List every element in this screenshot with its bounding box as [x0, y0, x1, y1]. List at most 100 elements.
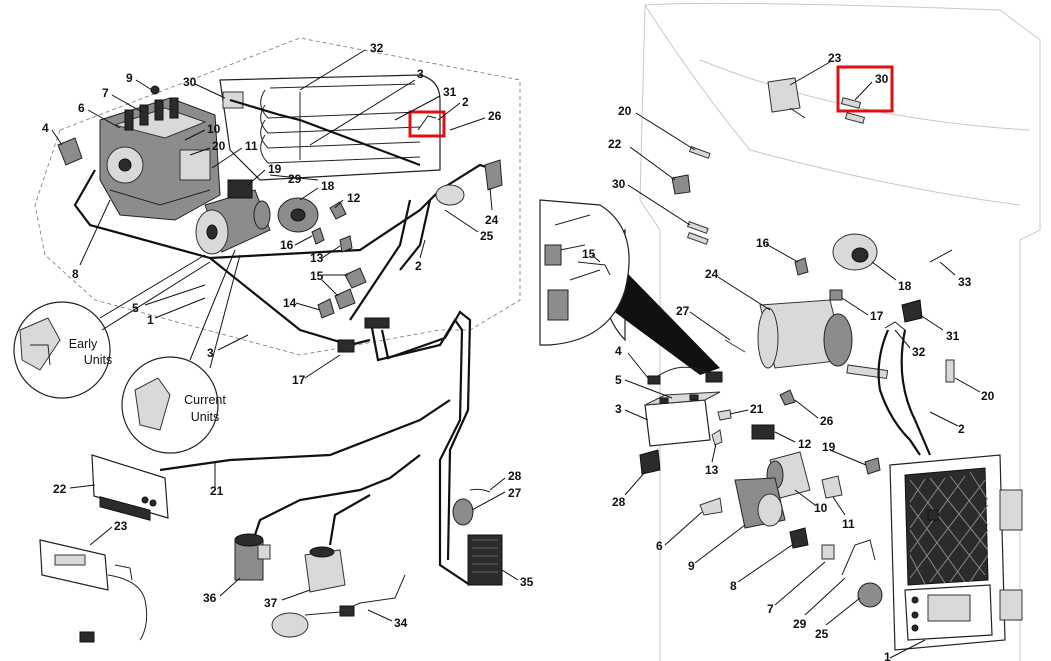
r-label-17: 17: [870, 309, 884, 323]
part-34: [271, 574, 406, 638]
r-label-24: 24: [705, 267, 719, 281]
r-label-32: 32: [912, 345, 926, 359]
label-37: 37: [264, 596, 278, 610]
fitting-2: [417, 115, 437, 131]
r-label-25: 25: [815, 627, 829, 641]
label-34: 34: [394, 616, 408, 630]
early-label-line2: Units: [84, 353, 112, 367]
right-leaders: [591, 61, 981, 659]
left-leaders: [51, 49, 519, 622]
part-r22: [671, 174, 691, 195]
r-label-12: 12: [798, 437, 812, 451]
label-35: 35: [520, 575, 534, 589]
label-30: 30: [183, 75, 197, 89]
label-26: 26: [488, 109, 502, 123]
grille-35: [467, 534, 503, 586]
part-r26: [779, 389, 796, 406]
r-label-26: 26: [820, 414, 834, 428]
left-labels: 32 3 30 31 2 26 9 7 6 4 10 20 11 19 18 1…: [42, 41, 534, 630]
label-16: 16: [280, 238, 294, 252]
sensor-36: [234, 533, 271, 581]
label-17: 17: [292, 373, 306, 387]
r-label-33: 33: [958, 275, 972, 289]
sensor-37: [304, 546, 346, 593]
r-label-23: 23: [828, 51, 842, 65]
part-r11: [821, 475, 843, 499]
label-10: 10: [207, 122, 221, 136]
r-label-4: 4: [615, 344, 622, 358]
part-r29: [841, 539, 876, 576]
r-label-2: 2: [958, 422, 965, 436]
r-label-8: 8: [730, 579, 737, 593]
fuse-r30b-2: [686, 232, 709, 245]
r-label-5: 5: [615, 373, 622, 387]
electric-motor: [195, 179, 271, 255]
switch-16: [311, 227, 325, 245]
r-label-15: 15: [582, 247, 596, 261]
label-18: 18: [321, 179, 335, 193]
r-label-1: 1: [884, 650, 891, 661]
label-2b: 2: [415, 259, 422, 273]
part-r12: [751, 424, 775, 440]
wire-r2: [877, 329, 921, 456]
r-label-11: 11: [842, 517, 855, 531]
part-r7: [821, 544, 835, 560]
label-29: 29: [288, 172, 302, 186]
part-28: [469, 488, 491, 493]
part-r17: [829, 289, 843, 301]
label-31: 31: [443, 85, 457, 99]
fuses-r30a: [840, 97, 866, 124]
r-label-18: 18: [898, 279, 912, 293]
part-r25: [857, 582, 883, 608]
part-r16: [794, 257, 809, 276]
r-label-21: 21: [750, 402, 764, 416]
part-27: [452, 498, 474, 526]
label-15: 15: [310, 269, 324, 283]
relay-17: [337, 339, 355, 353]
label-19: 19: [268, 162, 282, 176]
valve-15b: [334, 288, 356, 310]
current-label-line1: Current: [184, 393, 226, 407]
r-label-6: 6: [656, 539, 663, 553]
engine: [99, 97, 221, 221]
label-13: 13: [310, 251, 324, 265]
r-label-20b: 20: [981, 389, 995, 403]
left-assembly: Early Units Current Units: [13, 37, 534, 643]
r-label-30a: 30: [875, 72, 889, 86]
part-r31: [901, 299, 923, 323]
control-box-r1: [889, 454, 1023, 651]
label-32: 32: [370, 41, 384, 55]
sensor-9: [150, 85, 160, 95]
part-r33: [929, 249, 953, 263]
current-label-line2: Units: [191, 410, 219, 424]
part-r23: [767, 77, 801, 113]
part-r19: [864, 457, 881, 475]
r-label-7: 7: [767, 602, 774, 616]
valve-14: [317, 298, 335, 319]
label-11: 11: [245, 139, 258, 153]
right-assembly: 23 30 20 22 30 16 18 33 15 24 27 17 31 3…: [539, 2, 1041, 661]
label-25: 25: [480, 229, 494, 243]
motor-r24: [757, 299, 889, 380]
label-3b: 3: [207, 346, 214, 360]
highlight-box-left: [408, 110, 446, 138]
label-2a: 2: [462, 95, 469, 109]
r-label-16: 16: [756, 236, 770, 250]
current-units-callout: Current Units: [121, 249, 241, 454]
part-r6: [699, 497, 723, 516]
label-28: 28: [508, 469, 522, 483]
r-label-10: 10: [814, 501, 828, 515]
r-label-31: 31: [946, 329, 960, 343]
label-21: 21: [210, 484, 224, 498]
r-label-22: 22: [608, 137, 622, 151]
control-panel-22: [91, 454, 169, 521]
r-label-13: 13: [705, 463, 719, 477]
connector-block: [364, 317, 390, 329]
label-12: 12: [347, 191, 361, 205]
r-label-3: 3: [615, 402, 622, 416]
label-23: 23: [114, 519, 128, 533]
starter-r9: [734, 477, 786, 529]
part-r32: [884, 321, 906, 331]
label-8: 8: [72, 267, 79, 281]
part-r27: [724, 339, 746, 353]
